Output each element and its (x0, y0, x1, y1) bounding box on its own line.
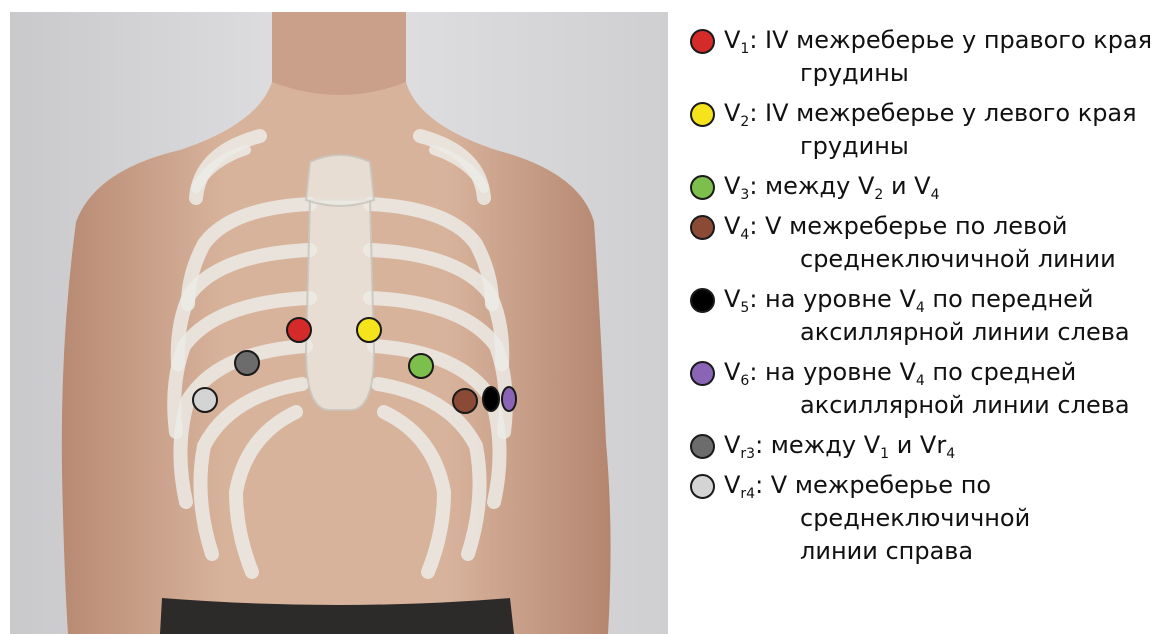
electrode-vr3 (235, 351, 259, 375)
electrode-v2 (357, 318, 381, 342)
legend-description: и Vr (889, 431, 946, 459)
legend-description: : IV межреберье у правого края (749, 26, 1152, 54)
lead-subscript: 1 (740, 41, 749, 57)
legend-description-continued: грудины (724, 130, 1160, 163)
electrode-dot-icon (690, 102, 715, 127)
lead-subscript: 2 (740, 114, 749, 130)
lead-name: V (724, 358, 740, 386)
legend-description-continued: грудины (724, 57, 1160, 90)
legend-item-text: Vr3: между V1 и Vr4 (724, 431, 955, 459)
legend-description: по средней (925, 358, 1076, 386)
electrode-dot-icon (690, 175, 715, 200)
lead-name: V (724, 212, 740, 240)
lead-subscript: 4 (931, 187, 940, 203)
legend-description-continued: линии справа (724, 535, 1160, 568)
electrode-v3 (409, 354, 433, 378)
legend-item-text: V1: IV межреберье у правого края (724, 26, 1152, 54)
electrode-v5 (483, 387, 499, 411)
legend-description: : между V (755, 431, 880, 459)
legend-description: и V (883, 172, 930, 200)
electrode-dot-icon (690, 215, 715, 240)
legend-item-text: V5: на уровне V4 по передней (724, 285, 1094, 313)
electrode-v1 (287, 318, 311, 342)
torso-ribcage-svg (10, 12, 668, 634)
lead-subscript: 3 (740, 187, 749, 203)
legend-description: : на уровне V (749, 285, 916, 313)
legend-item-v1: V1: IV межреберье у правого края грудины (690, 24, 1160, 90)
lead-subscript: 4 (916, 300, 925, 316)
legend-item-text: V6: на уровне V4 по средней (724, 358, 1076, 386)
lead-subscript: 4 (946, 446, 955, 462)
legend-description: : V межреберье по (755, 471, 991, 499)
legend-item-v6: V6: на уровне V4 по средней аксиллярной л… (690, 356, 1160, 422)
legend-description: : между V (749, 172, 874, 200)
legend-description: по передней (925, 285, 1094, 313)
neck-shape (272, 12, 406, 95)
electrode-dot-icon (690, 434, 715, 459)
legend-item-text: V2: IV межреберье у левого края (724, 99, 1137, 127)
lead-name: V (724, 285, 740, 313)
legend-item-v5: V5: на уровне V4 по передней аксиллярной … (690, 283, 1160, 349)
lead-name: V (724, 172, 740, 200)
legend-description-continued: аксиллярной линии слева (724, 389, 1160, 422)
legend-item-v4: V4: V межреберье по левой среднеключичной… (690, 210, 1160, 276)
lead-subscript: r3 (740, 446, 755, 462)
legend-item-v2: V2: IV межреберье у левого края грудины (690, 97, 1160, 163)
electrode-v6 (502, 387, 516, 411)
legend-description-continued: среднеключичной линии (724, 243, 1160, 276)
legend-description: : IV межреберье у левого края (749, 99, 1136, 127)
lead-subscript: 4 (740, 227, 749, 243)
chest-illustration (10, 12, 668, 634)
electrode-v4 (453, 389, 477, 413)
legend-description: : V межреберье по левой (749, 212, 1067, 240)
lead-subscript: 5 (740, 300, 749, 316)
electrode-vr4 (193, 388, 217, 412)
legend-item-vr3: Vr3: между V1 и Vr4 (690, 429, 1160, 462)
lead-subscript: 2 (874, 187, 883, 203)
lead-name: V (724, 471, 740, 499)
legend-description-continued: среднеключичной (724, 502, 1160, 535)
lead-name: V (724, 431, 740, 459)
legend-item-v3: V3: между V2 и V4 (690, 170, 1160, 203)
lead-name: V (724, 26, 740, 54)
legend-description-continued: аксиллярной линии слева (724, 316, 1160, 349)
electrode-dot-icon (690, 361, 715, 386)
lead-subscript: r4 (740, 486, 755, 502)
legend-item-text: V3: между V2 и V4 (724, 172, 940, 200)
lead-subscript: 6 (740, 373, 749, 389)
electrode-dot-icon (690, 29, 715, 54)
legend-description: : на уровне V (749, 358, 916, 386)
lead-name: V (724, 99, 740, 127)
electrode-dot-icon (690, 474, 715, 499)
legend-item-text: Vr4: V межреберье по (724, 471, 991, 499)
lead-subscript: 4 (916, 373, 925, 389)
lead-subscript: 1 (880, 446, 889, 462)
legend-item-text: V4: V межреберье по левой (724, 212, 1067, 240)
electrode-dot-icon (690, 288, 715, 313)
